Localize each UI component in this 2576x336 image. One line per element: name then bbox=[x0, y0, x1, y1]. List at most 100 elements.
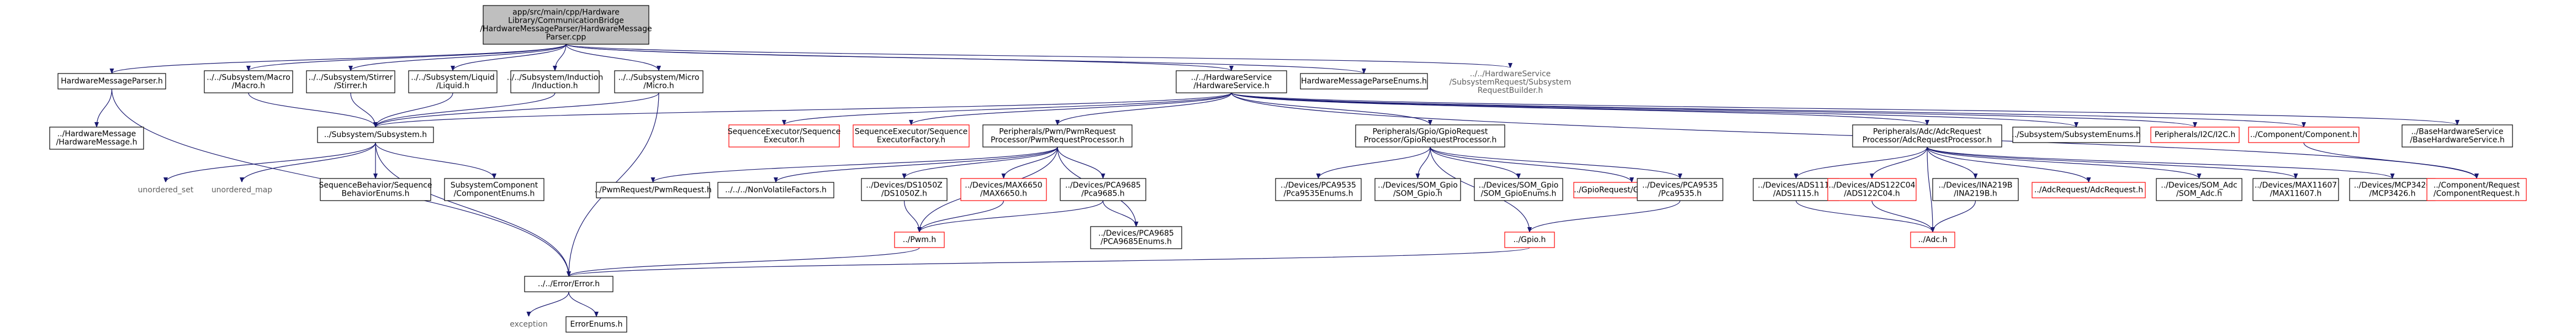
node-liquid[interactable]: ../../Subsystem/Liquid/Liquid.h bbox=[408, 70, 498, 93]
node-somgpioe[interactable]: ../Devices/SOM_Gpio/SOM_GpioEnums.h bbox=[1474, 178, 1563, 201]
edge-hwsvc-to-component bbox=[1231, 92, 2306, 128]
node-pca9685e[interactable]: ../Devices/PCA9685/PCA9685Enums.h bbox=[1090, 226, 1182, 249]
node-label: ../Devices/MAX11607 bbox=[2255, 181, 2337, 190]
edge-macro-to-subsys bbox=[248, 92, 378, 128]
node-stirrer[interactable]: ../../Subsystem/Stirrer/Stirrer.h bbox=[306, 70, 395, 93]
node-box bbox=[1910, 232, 1955, 248]
node-box bbox=[126, 182, 205, 198]
node-adcproc[interactable]: Peripherals/Adc/AdcRequestProcessor/AdcR… bbox=[1852, 124, 2002, 148]
node-basehw[interactable]: ../BaseHardwareService/BaseHardwareServi… bbox=[2402, 124, 2513, 148]
node-errenums[interactable]: ErrorEnums.h bbox=[565, 316, 627, 333]
node-macro[interactable]: ../../Subsystem/Macro/Macro.h bbox=[204, 70, 293, 93]
node-label: /Macro.h bbox=[232, 82, 265, 91]
node-error[interactable]: ../../Error/Error.h bbox=[524, 276, 613, 292]
node-ina219b[interactable]: ../Devices/INA219B/INA219B.h bbox=[1932, 178, 2019, 201]
node-label: /DS1050Z.h bbox=[881, 190, 927, 198]
node-pwmproc[interactable]: Peripherals/Pwm/PwmRequestProcessor/PwmR… bbox=[982, 124, 1133, 148]
node-box bbox=[204, 70, 293, 93]
node-pwmreq[interactable]: ../PwmRequest/PwmRequest.h bbox=[594, 182, 712, 198]
node-label: ErrorEnums.h bbox=[570, 320, 623, 329]
edge-ads1115-to-adch bbox=[1795, 200, 1935, 233]
node-box bbox=[306, 70, 395, 93]
edge-hwsvc-to-basehw bbox=[1231, 92, 2459, 125]
node-i2c[interactable]: Peripherals/I2C/I2C.h bbox=[2150, 127, 2240, 143]
node-micro[interactable]: ../../Subsystem/Micro/Micro.h bbox=[614, 70, 703, 93]
node-box bbox=[1275, 178, 1362, 201]
node-pca9685[interactable]: ../Devices/PCA9685/Pca9685.h bbox=[1060, 178, 1146, 201]
edge-gpioproc-to-gpioreq bbox=[1430, 146, 1634, 183]
node-pwmh[interactable]: ../Pwm.h bbox=[894, 232, 945, 248]
node-label: ../Devices/ADS122C04 bbox=[1828, 181, 1915, 190]
edge-hmp-to-hm bbox=[94, 88, 113, 128]
node-label: BehaviorEnums.h bbox=[341, 190, 409, 198]
node-label: /SOM_Adc.h bbox=[2176, 190, 2222, 198]
node-label: Peripherals/I2C/I2C.h bbox=[2155, 130, 2235, 139]
node-max6650[interactable]: ../Devices/MAX6650/MAX6650.h bbox=[960, 178, 1047, 201]
node-max11607[interactable]: ../Devices/MAX11607/MAX11607.h bbox=[2252, 178, 2339, 201]
node-box bbox=[717, 182, 834, 198]
node-label: app/src/main/cpp/Hardware bbox=[512, 8, 620, 17]
node-box bbox=[2426, 178, 2527, 201]
node-pca9535e[interactable]: ../Devices/PCA9535/Pca9535Enums.h bbox=[1275, 178, 1362, 201]
edge-hwsvc-to-pwmproc bbox=[1055, 92, 1232, 125]
node-label: exception bbox=[510, 320, 547, 329]
node-box bbox=[203, 182, 281, 198]
node-box bbox=[2150, 127, 2240, 143]
node-ads1115[interactable]: ../Devices/ADS1115/ADS1115.h bbox=[1753, 178, 1839, 201]
node-pca9535[interactable]: ../Devices/PCA9535/Pca9535.h bbox=[1637, 178, 1723, 201]
edge-hwsvc-to-i2c bbox=[1231, 92, 2197, 128]
node-compreq[interactable]: ../Component/Request/ComponentRequest.h bbox=[2426, 178, 2527, 201]
node-box bbox=[982, 124, 1133, 148]
node-hm[interactable]: ../HardwareMessage/HardwareMessage.h bbox=[49, 127, 144, 150]
node-box bbox=[853, 124, 970, 148]
node-label: ../../Subsystem/Macro bbox=[207, 74, 290, 82]
node-box bbox=[2032, 182, 2146, 198]
node-box bbox=[57, 73, 166, 90]
node-box bbox=[728, 124, 840, 148]
edge-root-to-liquid bbox=[451, 44, 567, 71]
node-box bbox=[1852, 124, 2002, 148]
node-somadc[interactable]: ../Devices/SOM_Adc/SOM_Adc.h bbox=[2156, 178, 2242, 201]
node-root[interactable]: app/src/main/cpp/HardwareLibrary/Communi… bbox=[480, 5, 652, 45]
node-label: /BaseHardwareService.h bbox=[2410, 136, 2504, 145]
node-hmpe[interactable]: HardwareMessageParseEnums.h bbox=[1300, 73, 1428, 90]
node-ds1050[interactable]: ../Devices/DS1050Z/DS1050Z.h bbox=[861, 178, 948, 201]
node-seqfact[interactable]: SequenceExecutor/SequenceExecutorFactory… bbox=[853, 124, 970, 148]
node-box bbox=[2012, 127, 2140, 143]
node-label: Processor/AdcRequestProcessor.h bbox=[1863, 136, 1992, 145]
node-hmp[interactable]: HardwareMessageParser.h bbox=[57, 73, 166, 90]
node-adch[interactable]: ../Adc.h bbox=[1910, 232, 1955, 248]
node-ads122c04[interactable]: ../Devices/ADS122C04/ADS122C04.h bbox=[1827, 178, 1917, 201]
node-box bbox=[1637, 178, 1723, 201]
node-subsys[interactable]: ../Subsystem/Subsystem.h bbox=[317, 127, 434, 143]
node-box bbox=[1090, 226, 1182, 249]
node-component[interactable]: ../Component/Component.h bbox=[2248, 127, 2360, 143]
node-induction[interactable]: ../../Subsystem/Induction/Induction.h bbox=[507, 70, 604, 93]
node-box bbox=[444, 178, 544, 201]
node-box bbox=[1932, 178, 2019, 201]
node-box bbox=[2248, 127, 2360, 143]
node-adcreq[interactable]: ../AdcRequest/AdcRequest.h bbox=[2032, 182, 2146, 198]
node-somgpio[interactable]: ../Devices/SOM_Gpio/SOM_Gpio.h bbox=[1374, 178, 1461, 201]
node-gpioproc[interactable]: Peripherals/Gpio/GpioRequestProcessor/Gp… bbox=[1355, 124, 1505, 148]
node-label: ../Devices/MAX6650 bbox=[965, 181, 1042, 190]
node-nonvol[interactable]: ../../../NonVolatileFactors.h bbox=[717, 182, 834, 198]
node-hwsvc[interactable]: ../../HardwareService/HardwareService.h bbox=[1176, 70, 1287, 93]
edge-adcproc-to-adch bbox=[1927, 146, 1935, 233]
node-box bbox=[502, 316, 556, 333]
node-ssenums[interactable]: ../Subsystem/SubsystemEnums.h bbox=[2012, 127, 2141, 143]
node-seqexec[interactable]: SequenceExecutor/SequenceExecutor.h bbox=[728, 124, 841, 148]
node-label: /Stirrer.h bbox=[334, 82, 367, 91]
node-label: ../Devices/SOM_Adc bbox=[2161, 181, 2237, 190]
node-label: HardwareMessageParser.h bbox=[61, 77, 163, 86]
node-sscomp[interactable]: SubsystemComponent/ComponentEnums.h bbox=[444, 178, 544, 201]
node-mcp3426[interactable]: ../Devices/MCP3426/MCP3426.h bbox=[2349, 178, 2436, 201]
edge-gpioproc-to-pca9535e bbox=[1316, 146, 1431, 179]
node-label: ../BaseHardwareService bbox=[2411, 128, 2503, 136]
node-gpioh[interactable]: ../Gpio.h bbox=[1504, 232, 1555, 248]
edge-error-to-exception bbox=[526, 291, 569, 317]
node-label: /Pca9535.h bbox=[1658, 190, 1701, 198]
node-label: ../Devices/INA219B bbox=[1938, 181, 2012, 190]
node-box bbox=[1374, 178, 1461, 201]
